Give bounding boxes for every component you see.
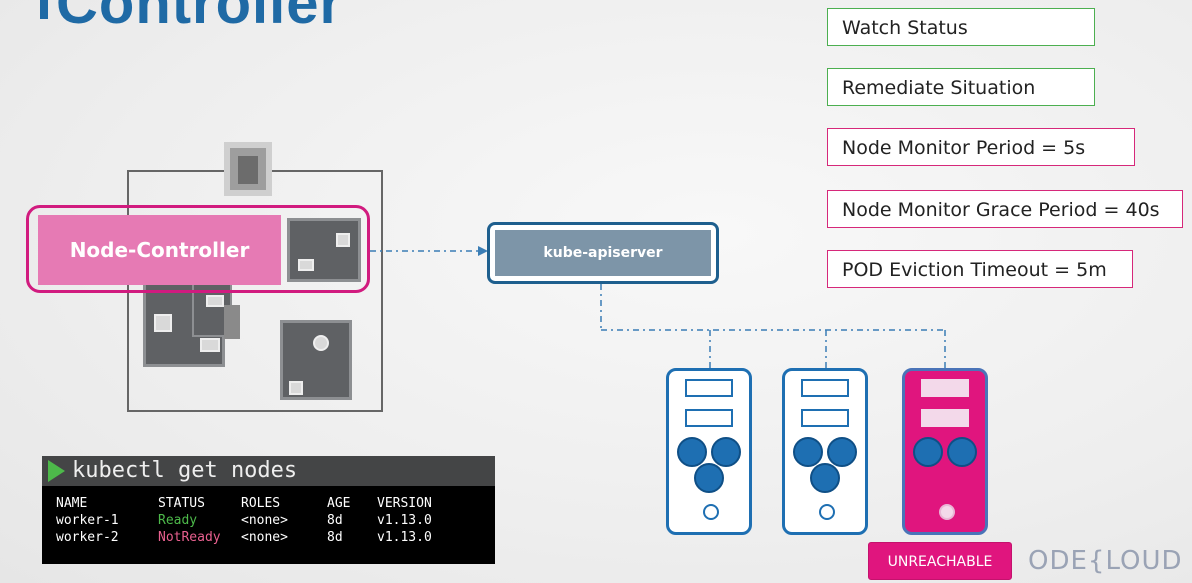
cell-status-ready: Ready <box>158 513 198 528</box>
cell-roles: <none> <box>241 530 288 545</box>
table-header-row: NAME STATUS ROLES AGE VERSION <box>56 495 432 512</box>
col-age: AGE <box>327 496 351 511</box>
note-eviction-timeout: POD Eviction Timeout = 5m <box>827 250 1133 288</box>
cell-version: v1.13.0 <box>377 513 432 528</box>
col-name: NAME <box>56 496 88 511</box>
cell-version: v1.13.0 <box>377 530 432 545</box>
kodekloud-logo: ODE{LOUD <box>1028 546 1183 576</box>
note-remediate: Remediate Situation <box>827 68 1095 106</box>
col-status: STATUS <box>158 496 205 511</box>
page-title: Controller <box>40 0 343 37</box>
cell-status-notready: NotReady <box>158 530 221 545</box>
cell-name: worker-2 <box>56 530 119 545</box>
node-controller-label: Node-Controller <box>69 238 250 262</box>
nodes-table: NAME STATUS ROLES AGE VERSION worker-1 R… <box>56 495 432 546</box>
cell-name: worker-1 <box>56 513 119 528</box>
terminal-command: kubectl get nodes <box>72 458 298 483</box>
unreachable-badge: UNREACHABLE <box>868 542 1012 580</box>
terminal-header: kubectl get nodes <box>42 456 495 486</box>
component-block-lower <box>280 320 352 400</box>
kube-apiserver-box: kube-apiserver <box>487 222 719 284</box>
cell-age: 8d <box>327 530 343 545</box>
cell-age: 8d <box>327 513 343 528</box>
note-grace-period: Node Monitor Grace Period = 40s <box>827 190 1183 228</box>
table-row: worker-1 Ready <none> 8d v1.13.0 <box>56 512 432 529</box>
worker-server-1 <box>666 368 752 535</box>
note-monitor-period: Node Monitor Period = 5s <box>827 128 1135 166</box>
master-top-component <box>224 142 272 196</box>
worker-server-2 <box>782 368 868 535</box>
col-version: VERSION <box>377 496 432 511</box>
table-row: worker-2 NotReady <none> 8d v1.13.0 <box>56 529 432 546</box>
cell-roles: <none> <box>241 513 288 528</box>
terminal-output: NAME STATUS ROLES AGE VERSION worker-1 R… <box>42 486 495 564</box>
node-controller-bg <box>38 215 281 285</box>
connector-tab <box>224 305 240 339</box>
worker-server-unreachable <box>902 368 988 535</box>
note-watch-status: Watch Status <box>827 8 1095 46</box>
controller-chip <box>287 218 361 282</box>
prompt-play-icon <box>48 460 65 482</box>
arrow-head <box>478 246 488 256</box>
node-controller-outline <box>26 205 370 293</box>
col-roles: ROLES <box>241 496 281 511</box>
kube-apiserver-label: kube-apiserver <box>495 230 711 276</box>
